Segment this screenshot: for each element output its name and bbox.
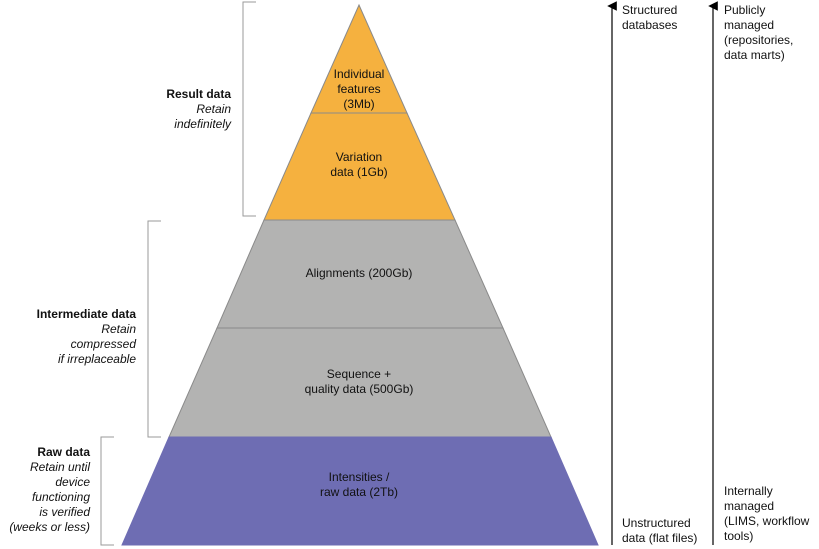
category-intermediate-desc-1: Retain	[101, 322, 136, 336]
label-variation-data: Variation data (1Gb)	[330, 150, 388, 179]
category-intermediate-desc-3: if irreplaceable	[57, 352, 136, 366]
category-raw-title: Raw data	[37, 445, 90, 459]
category-raw-desc-3: functioning	[31, 490, 90, 504]
category-raw-desc-2: device	[55, 475, 90, 489]
structure-bottom-label: Unstructured data (flat files)	[622, 516, 698, 545]
band-intensities	[121, 436, 599, 546]
label-individual-features: Individual features (3Mb)	[333, 67, 385, 111]
label-sequence-quality: Sequence + quality data (500Gb)	[304, 367, 414, 396]
category-result-desc-1: Retain	[196, 102, 231, 116]
category-raw: Raw data Retain until device functioning…	[0, 445, 90, 535]
management-bottom-label: Internally managed (LIMS, workflow tools…	[724, 484, 810, 543]
category-result-title: Result data	[166, 87, 231, 101]
category-intermediate-desc-2: compressed	[70, 337, 136, 351]
bracket-raw	[100, 436, 114, 546]
management-top-label: Publicly managed (repositories, data mar…	[724, 3, 794, 62]
category-raw-desc-4: is verified	[39, 505, 90, 519]
label-alignments: Alignments (200Gb)	[305, 266, 413, 280]
structure-top-label: Structured databases	[622, 3, 678, 32]
category-intermediate-title: Intermediate data	[36, 307, 136, 321]
label-intensities: Intensities / raw data (2Tb)	[319, 470, 399, 499]
category-raw-desc-5: (weeks or less)	[9, 520, 90, 534]
bracket-result	[242, 1, 256, 217]
bracket-intermediate	[147, 220, 161, 438]
category-result-desc-2: indefinitely	[174, 117, 231, 131]
category-raw-desc-1: Retain until	[29, 460, 90, 474]
category-intermediate: Intermediate data Retain compressed if i…	[10, 307, 136, 367]
category-result: Result data Retain indefinitely	[110, 87, 231, 132]
